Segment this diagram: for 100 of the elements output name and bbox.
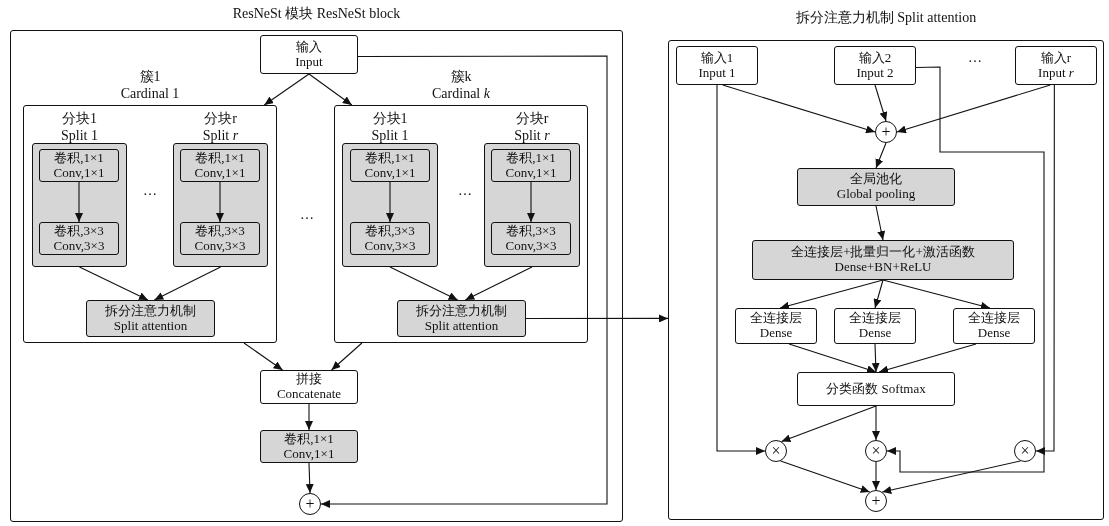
box-label: 全连接层 Dense: [849, 311, 901, 341]
process-box: [797, 168, 955, 206]
arrow: [875, 205, 886, 241]
arrow: [386, 181, 394, 223]
process-box: [735, 308, 817, 344]
box-label: 全连接层+批量归一化+激活函数 Dense+BN+ReLU: [791, 245, 975, 275]
process-box: [39, 149, 119, 182]
process-box: [676, 46, 758, 85]
arrow: [216, 181, 224, 223]
process-box: [39, 222, 119, 255]
arrow: [881, 460, 1021, 494]
process-box: [260, 430, 358, 463]
arrow: [525, 314, 669, 323]
arrow: [305, 403, 313, 431]
process-box: [260, 370, 358, 404]
arrow: [527, 181, 535, 223]
process-box: [491, 149, 571, 182]
process-box: [1015, 46, 1097, 85]
sum-node: [875, 121, 897, 143]
arrow: [389, 266, 459, 301]
multiply-node: [765, 440, 787, 462]
arrow: [716, 84, 766, 455]
box-label: 卷积,3×3 Conv,3×3: [53, 223, 105, 254]
process-box: [180, 222, 260, 255]
operator-symbol: +: [305, 494, 315, 514]
group-heading: 簇1 Cardinal 1: [119, 69, 181, 103]
arrow: [153, 266, 222, 301]
process-box: [834, 46, 916, 85]
arrow: [788, 343, 877, 374]
box-label: 卷积,1×1 Conv,1×1: [505, 150, 557, 181]
arrow: [896, 84, 1051, 134]
group-heading: 分块1 Split 1: [370, 111, 410, 145]
multiply-node: [865, 440, 887, 462]
arrow: [878, 343, 977, 374]
sum-node: [865, 490, 887, 512]
process-box: [953, 308, 1035, 344]
ellipsis: …: [300, 207, 314, 223]
box-label: 拼接 Concatenate: [276, 372, 342, 402]
box-label: 输入2 Input 2: [856, 50, 894, 81]
operator-symbol: +: [881, 122, 891, 142]
box-label: 卷积,1×1 Conv,1×1: [364, 150, 416, 181]
box-label: 输入1 Input 1: [698, 50, 736, 81]
arrow: [320, 55, 608, 508]
arrow: [872, 461, 880, 491]
arrow: [886, 66, 1045, 473]
group-heading: 簇k Cardinal k: [431, 69, 491, 103]
box-label: 卷积,3×3 Conv,3×3: [505, 223, 557, 254]
group-heading: 分块r Split r: [513, 111, 551, 145]
arrow: [464, 266, 533, 301]
arrow: [1035, 84, 1055, 455]
arrow: [722, 84, 876, 134]
arrow: [243, 342, 284, 371]
arrow: [882, 279, 991, 310]
operator-symbol: ×: [871, 441, 881, 461]
box-label: 卷积,1×1 Conv,1×1: [283, 431, 335, 462]
box-label: 拆分注意力机制 Split attention: [105, 303, 196, 334]
operator-symbol: ×: [771, 441, 781, 461]
group-heading: ResNeSt 模块 ResNeSt block: [231, 6, 402, 23]
ellipsis: …: [968, 50, 982, 66]
arrow: [780, 460, 871, 493]
group-heading: 分块r Split r: [201, 111, 240, 145]
process-box: [350, 149, 430, 182]
arrow: [305, 462, 314, 494]
group-heading: 分块1 Split 1: [60, 111, 99, 145]
box-label: 卷积,3×3 Conv,3×3: [364, 223, 416, 254]
process-box: [260, 35, 358, 74]
arrow: [263, 73, 310, 106]
process-box: [797, 372, 955, 406]
operator-symbol: +: [871, 491, 881, 511]
box-label: 全连接层 Dense: [750, 311, 802, 341]
box-label: 拆分注意力机制 Split attention: [416, 303, 507, 334]
multiply-node: [1014, 440, 1036, 462]
arrow: [871, 343, 880, 373]
process-box: [180, 149, 260, 182]
box-label: 输入r Input r: [1038, 50, 1074, 81]
arrow: [75, 181, 83, 223]
arrow: [873, 279, 884, 309]
arrow: [308, 73, 353, 106]
ellipsis: …: [458, 183, 472, 199]
box-label: 全局池化 Global pooling: [836, 172, 916, 202]
sum-node: [299, 493, 321, 515]
process-box: [834, 308, 916, 344]
box-label: 卷积,1×1 Conv,1×1: [194, 150, 246, 181]
arrow: [872, 405, 880, 441]
operator-symbol: ×: [1020, 441, 1030, 461]
process-box: [397, 300, 526, 337]
process-box: [491, 222, 571, 255]
arrow: [779, 279, 884, 310]
arrow: [874, 84, 888, 122]
arrow: [331, 342, 363, 371]
arrow: [780, 405, 877, 443]
box-label: 输入 Input: [295, 39, 323, 70]
process-box: [350, 222, 430, 255]
arrow: [78, 266, 149, 301]
process-box: [86, 300, 215, 337]
box-label: 分类函数 Softmax: [826, 381, 926, 397]
process-box: [752, 240, 1014, 280]
box-label: 全连接层 Dense: [968, 311, 1020, 341]
group-heading: 拆分注意力机制 Split attention: [794, 10, 978, 27]
arrow: [875, 142, 887, 169]
